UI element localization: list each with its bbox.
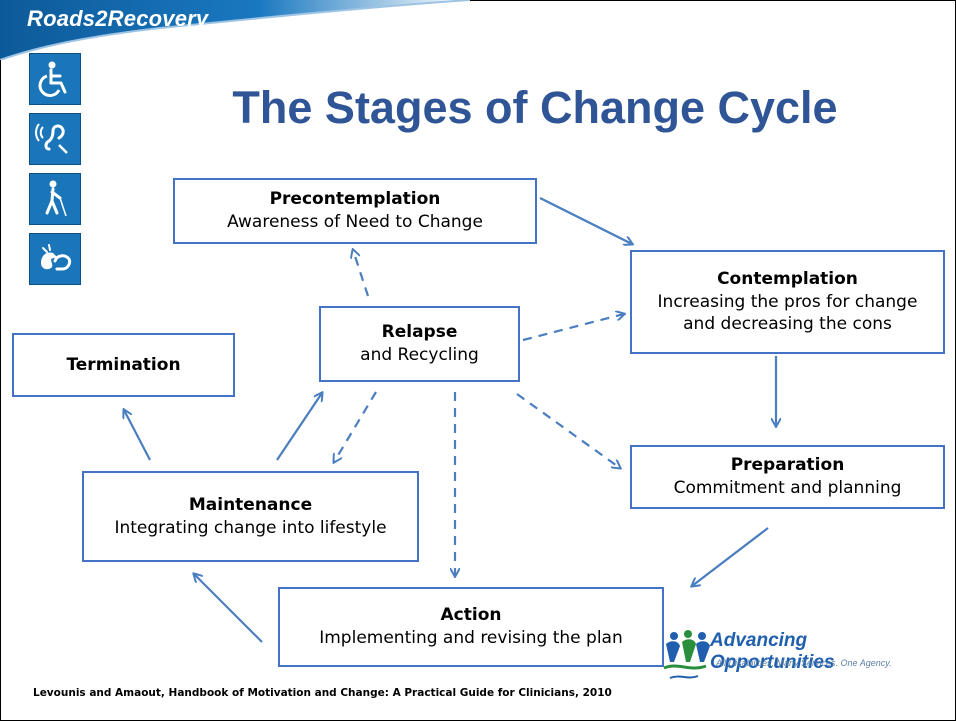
stage-heading: Preparation: [730, 455, 845, 476]
stage-description: Awareness of Need to Change: [227, 212, 483, 232]
people-figures-icon: [663, 630, 710, 679]
stage-precontemplation: Precontemplation Awareness of Need to Ch…: [173, 178, 537, 244]
stage-heading: Termination: [66, 354, 181, 375]
stage-action: Action Implementing and revising the pla…: [278, 587, 664, 667]
arrow-relapse-to-contemplation: [522, 314, 624, 342]
stage-heading: Maintenance: [188, 494, 313, 515]
stage-heading: Contemplation: [717, 268, 858, 289]
logo-tagline: All Disabilities. Many Services. One Age…: [716, 658, 892, 668]
stage-description-line-1: Increasing the pros for change: [657, 291, 918, 312]
stage-heading: Relapse: [381, 322, 458, 343]
stage-maintenance: Maintenance Integrating change into life…: [82, 471, 419, 562]
stage-termination: Termination: [12, 333, 235, 397]
arrow-precontemplation-to-contemplation: [539, 197, 632, 244]
advancing-opportunities-logo: Advancing Opportunities All Disabilities…: [660, 628, 930, 688]
stage-description: Commitment and planning: [673, 478, 902, 498]
stage-preparation: Preparation Commitment and planning: [630, 445, 945, 509]
stage-heading: Action: [440, 605, 502, 626]
stage-description: Integrating change into lifestyle: [114, 517, 387, 538]
arrow-relapse-to-preparation: [516, 393, 620, 468]
accessibility-icons: [29, 53, 81, 293]
arrow-action-to-maintenance: [194, 574, 263, 643]
stage-description-line-2: and decreasing the cons: [683, 314, 892, 335]
hearing-loop-icon: [29, 113, 81, 165]
stage-relapse: Relapse and Recycling: [319, 306, 520, 382]
arrow-preparation-to-action: [692, 527, 769, 586]
logo-name: Advancing Opportunities: [710, 630, 835, 673]
arrow-maintenance-to-termination: [124, 410, 151, 461]
brand-wordmark: Roads2Recovery: [27, 6, 209, 31]
citation: Levounis and Amaout, Handbook of Motivat…: [33, 687, 612, 699]
stage-heading: Precontemplation: [269, 189, 441, 210]
blind-cane-icon: [29, 173, 81, 225]
header-banner: [0, 0, 471, 60]
arrow-maintenance-to-relapse: [276, 393, 322, 461]
arrow-relapse-to-precontemplation: [353, 250, 370, 297]
stage-contemplation: Contemplation Increasing the pros for ch…: [630, 250, 945, 354]
arrow-relapse-to-maintenance: [334, 391, 377, 462]
wheelchair-icon: [29, 53, 81, 105]
slide-title: The Stages of Change Cycle: [232, 82, 838, 133]
sign-language-icon: [29, 233, 81, 285]
stage-description: Implementing and revising the plan: [319, 628, 623, 648]
stage-description: and Recycling: [360, 345, 479, 365]
